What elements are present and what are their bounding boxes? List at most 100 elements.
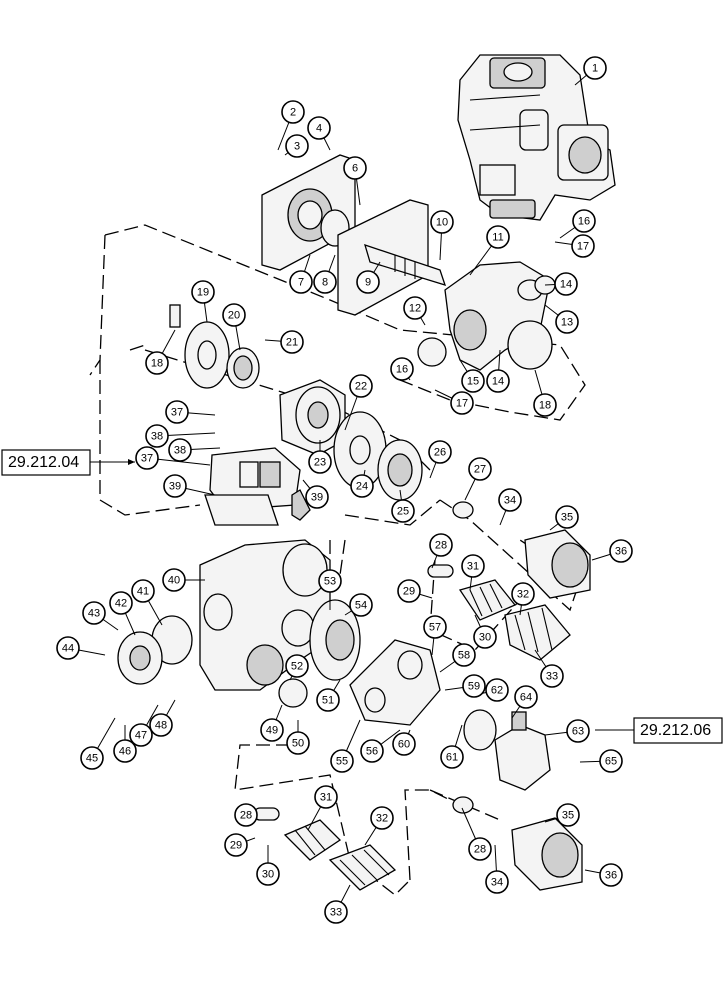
callout-number: 43: [88, 608, 100, 620]
callout-number: 18: [539, 400, 551, 412]
callout-37: 37: [135, 446, 159, 470]
callout-55: 55: [330, 749, 354, 773]
callout-number: 54: [355, 600, 367, 612]
callout-37: 37: [165, 400, 189, 424]
ref-29-212-06[interactable]: 29.212.06: [595, 717, 723, 744]
callout-48: 48: [149, 713, 173, 737]
callout-22: 22: [349, 374, 373, 398]
callout-15: 15: [461, 369, 485, 393]
callout-6: 6: [343, 156, 367, 180]
callout-28: 28: [234, 803, 258, 827]
callout-59: 59: [462, 674, 486, 698]
ref-29-212-04[interactable]: 29.212.04: [1, 449, 135, 476]
callout-33: 33: [324, 900, 348, 924]
callout-52: 52: [285, 654, 309, 678]
callout-number: 29: [230, 840, 242, 852]
callout-36: 36: [599, 863, 623, 887]
callout-9: 9: [356, 270, 380, 294]
callout-number: 4: [316, 123, 322, 135]
callout-number: 13: [561, 317, 573, 329]
side-plates: [117, 615, 193, 685]
callout-number: 39: [169, 481, 181, 493]
callout-number: 28: [240, 810, 252, 822]
callout-56: 56: [360, 739, 384, 763]
callout-number: 33: [546, 671, 558, 683]
callout-65: 65: [599, 749, 623, 773]
callout-32: 32: [370, 806, 394, 830]
callout-30: 30: [256, 862, 280, 886]
pump-assembly: [457, 54, 616, 221]
callout-number: 29: [403, 586, 415, 598]
callout-number: 22: [355, 381, 367, 393]
callout-18: 18: [145, 351, 169, 375]
callout-number: 32: [517, 589, 529, 601]
callout-43: 43: [82, 601, 106, 625]
pump-cover: [463, 709, 551, 791]
callout-number: 56: [366, 746, 378, 758]
callout-42: 42: [109, 591, 133, 615]
callout-number: 38: [151, 431, 163, 443]
callout-number: 45: [86, 753, 98, 765]
callout-35: 35: [555, 505, 579, 529]
callout-34: 34: [498, 488, 522, 512]
callout-31: 31: [314, 785, 338, 809]
callout-number: 2: [290, 107, 296, 119]
callout-19: 19: [191, 280, 215, 304]
callout-number: 14: [560, 279, 572, 291]
servo-cylinders: [511, 529, 591, 891]
callout-41: 41: [131, 579, 155, 603]
callout-number: 36: [615, 546, 627, 558]
callout-57: 57: [423, 615, 447, 639]
callout-number: 48: [155, 720, 167, 732]
callout-number: 33: [330, 907, 342, 919]
callout-49: 49: [260, 718, 284, 742]
callout-36: 36: [609, 539, 633, 563]
callout-number: 16: [578, 216, 590, 228]
callout-number: 32: [376, 813, 388, 825]
callout-10: 10: [430, 210, 454, 234]
callout-2: 2: [281, 100, 305, 124]
callout-number: 26: [434, 447, 446, 459]
callout-number: 9: [365, 277, 371, 289]
callout-28: 28: [429, 533, 453, 557]
callout-54: 54: [349, 593, 373, 617]
callout-number: 25: [397, 506, 409, 518]
callout-number: 28: [474, 844, 486, 856]
callout-number: 10: [436, 217, 448, 229]
callout-number: 31: [467, 561, 479, 573]
callout-number: 19: [197, 287, 209, 299]
callout-number: 35: [562, 810, 574, 822]
callout-number: 47: [135, 730, 147, 742]
callout-60: 60: [392, 732, 416, 756]
callout-number: 40: [168, 575, 180, 587]
callout-32: 32: [511, 582, 535, 606]
callout-number: 37: [141, 453, 153, 465]
callout-number: 58: [458, 650, 470, 662]
callout-18: 18: [533, 393, 557, 417]
callout-20: 20: [222, 303, 246, 327]
callout-64: 64: [514, 685, 538, 709]
callout-number: 41: [137, 586, 149, 598]
callout-33: 33: [540, 664, 564, 688]
callout-number: 60: [398, 739, 410, 751]
callout-number: 11: [492, 232, 503, 244]
callout-number: 3: [294, 141, 300, 153]
callout-number: 17: [577, 241, 589, 253]
callout-46: 46: [113, 739, 137, 763]
callout-29: 29: [224, 833, 248, 857]
callout-50: 50: [286, 731, 310, 755]
callout-58: 58: [452, 643, 476, 667]
callout-number: 38: [174, 445, 186, 457]
callout-14: 14: [554, 272, 578, 296]
callout-number: 49: [266, 725, 278, 737]
callout-number: 1: [592, 63, 598, 75]
callout-number: 30: [479, 632, 491, 644]
callout-31: 31: [461, 554, 485, 578]
callout-number: 39: [311, 492, 323, 504]
callout-number: 24: [356, 481, 368, 493]
callout-38: 38: [168, 438, 192, 462]
callout-16: 16: [390, 357, 414, 381]
callout-30: 30: [473, 625, 497, 649]
